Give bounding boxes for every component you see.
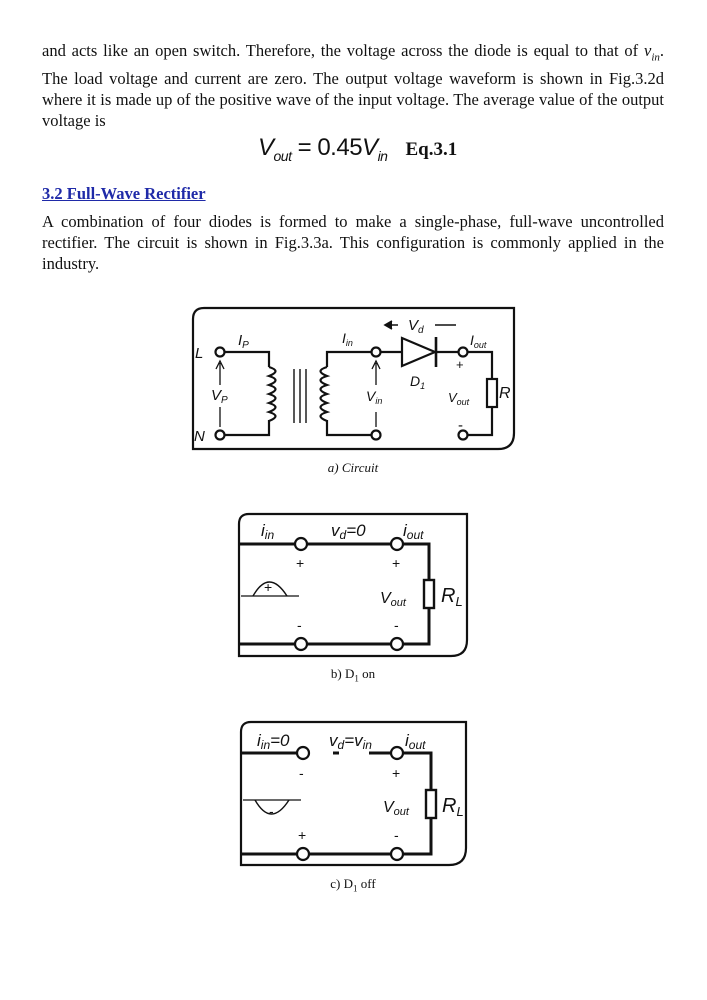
label-N: N — [194, 428, 205, 445]
label-plus-out: + — [392, 765, 400, 781]
label-plus-in: + — [296, 555, 304, 571]
label-vd: vd=0 — [331, 521, 366, 542]
label-plus: + — [456, 357, 464, 372]
label-minus: - — [458, 417, 463, 434]
terminal-in-bottom — [293, 636, 309, 652]
caption-figure-c: c) D1 off — [330, 876, 376, 894]
paragraph-full-wave: A combination of four diodes is formed t… — [42, 212, 664, 273]
label-plus-out: + — [392, 555, 400, 571]
label-wave-plus: + — [264, 579, 272, 595]
label-Iout: Iout — [470, 332, 487, 350]
figure-b-d1-on: iin vd=0 iout + + - - Vout RL + — [237, 512, 469, 658]
paragraph-intro-text: and acts like an open switch. Therefore,… — [42, 41, 644, 60]
resistor-R — [485, 377, 499, 409]
label-Vin: Vin — [366, 388, 382, 406]
negative-half-wave-icon — [254, 799, 290, 815]
diode-D1 — [400, 336, 438, 368]
label-vout: Vout — [380, 590, 407, 609]
label-wave-minus: - — [269, 803, 274, 819]
terminal-out-top — [389, 536, 405, 552]
label-vd-vin: vd=vin — [329, 731, 372, 752]
label-D1: D1 — [410, 373, 425, 391]
label-minus-out: - — [394, 617, 399, 633]
resistor-RL — [424, 788, 438, 820]
section-heading[interactable]: 3.2 Full-Wave Rectifier — [42, 184, 206, 203]
caption-figure-b: b) D1 on — [330, 666, 376, 684]
secondary-coil — [319, 365, 331, 423]
label-Vout: Vout — [448, 390, 470, 407]
equation-number: Eq.3.1 — [405, 139, 458, 160]
terminal-N — [214, 429, 226, 441]
vin-variable: vin — [643, 41, 660, 64]
terminal-in-bottom — [295, 846, 311, 862]
paragraph-intro: and acts like an open switch. Therefore,… — [42, 40, 664, 131]
label-Iin: Iin — [342, 330, 353, 348]
transformer-core — [293, 369, 307, 423]
label-iin-zero: iin=0 — [257, 731, 290, 752]
figure-c-d1-off: iin=0 vd=vin iout - + + - Vout RL - — [239, 720, 468, 867]
label-RL: RL — [442, 795, 464, 819]
terminal-in-top — [370, 346, 382, 358]
terminal-out-bottom — [457, 429, 469, 441]
figure-a-frame — [191, 306, 516, 451]
label-iout: iout — [405, 731, 426, 752]
figure-b-frame — [237, 512, 469, 658]
terminal-in-bottom — [370, 429, 382, 441]
positive-half-wave-icon — [252, 581, 288, 597]
label-Vp: VP — [211, 387, 228, 406]
caption-figure-a: a) Circuit — [327, 460, 379, 475]
figure-a-circuit: L N IP VP Iin Vin D1 Vd Iout R + - Vout — [191, 306, 516, 451]
terminal-out-top — [389, 745, 405, 761]
terminal-out-top — [457, 346, 469, 358]
label-Ip: IP — [238, 332, 249, 351]
label-vout: Vout — [383, 799, 410, 818]
label-Vd: Vd — [408, 317, 424, 336]
label-minus-out: - — [394, 827, 399, 843]
label-R: R — [499, 385, 511, 402]
paragraph-intro-text-2: . The load voltage and current are zero.… — [42, 41, 664, 131]
label-L: L — [195, 345, 203, 362]
label-plus-in: + — [298, 827, 306, 843]
label-iout: iout — [403, 521, 424, 542]
label-RL: RL — [441, 585, 463, 609]
equation-formula: Vout = 0.45Vin — [258, 134, 388, 164]
label-minus-in: - — [299, 765, 304, 781]
terminal-out-bottom — [389, 636, 405, 652]
equation-3-1: Vout = 0.45Vin Eq.3.1 — [258, 134, 457, 174]
primary-coil — [265, 365, 277, 423]
resistor-RL — [422, 578, 436, 610]
figure-c-frame — [239, 720, 468, 867]
terminal-out-bottom — [389, 846, 405, 862]
label-minus-in: - — [297, 617, 302, 633]
terminal-L — [214, 346, 226, 358]
terminal-in-top — [295, 745, 311, 761]
label-iin: iin — [261, 521, 274, 542]
terminal-in-top — [293, 536, 309, 552]
